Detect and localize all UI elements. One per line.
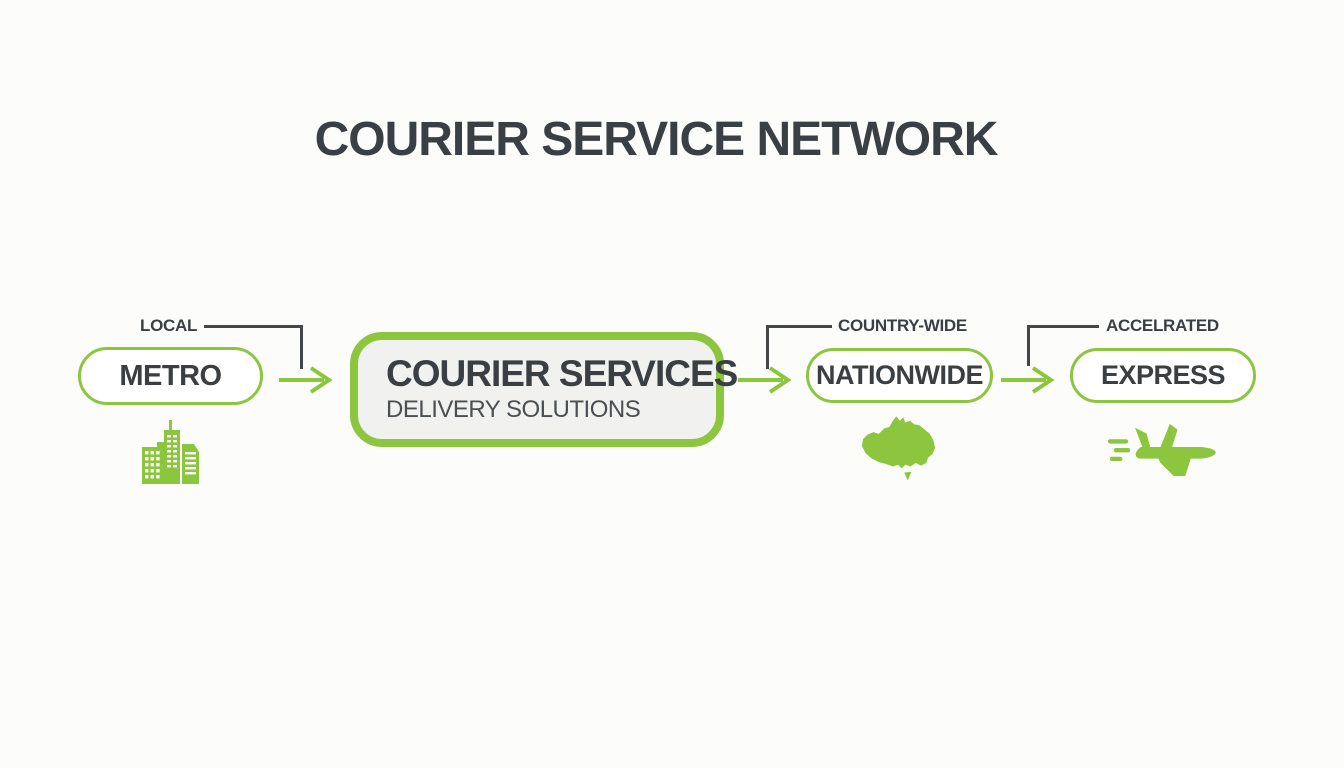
australia-map-icon — [862, 416, 936, 481]
node-express: EXPRESS — [1070, 348, 1256, 403]
local-connector-line — [204, 325, 303, 369]
page-title: COURIER SERVICE NETWORK — [314, 113, 999, 166]
hub-title: COURIER SERVICES — [386, 353, 738, 394]
hub-box: COURIER SERVICES DELIVERY SOLUTIONS — [350, 332, 738, 447]
tag-accelrated: ACCELRATED — [1106, 316, 1219, 335]
arrow-hub-to-nationwide-icon — [738, 366, 792, 394]
node-metro: METRO — [78, 347, 263, 405]
accelrated-connector-line — [1027, 325, 1099, 366]
tag-country-wide: COUNTRY-WIDE — [838, 316, 967, 335]
airplane-icon — [1107, 423, 1216, 477]
node-nationwide: NATIONWIDE — [806, 348, 993, 403]
metro-label: METRO — [119, 359, 222, 392]
nationwide-label: NATIONWIDE — [816, 360, 983, 390]
arrow-nationwide-to-express-icon — [1001, 366, 1055, 394]
hub-subtitle: DELIVERY SOLUTIONS — [386, 395, 641, 423]
country-wide-connector-line — [766, 325, 832, 369]
city-buildings-icon — [142, 420, 199, 484]
express-label: EXPRESS — [1100, 360, 1226, 390]
tag-local: LOCAL — [140, 316, 198, 335]
arrow-metro-to-hub-icon — [279, 366, 333, 394]
